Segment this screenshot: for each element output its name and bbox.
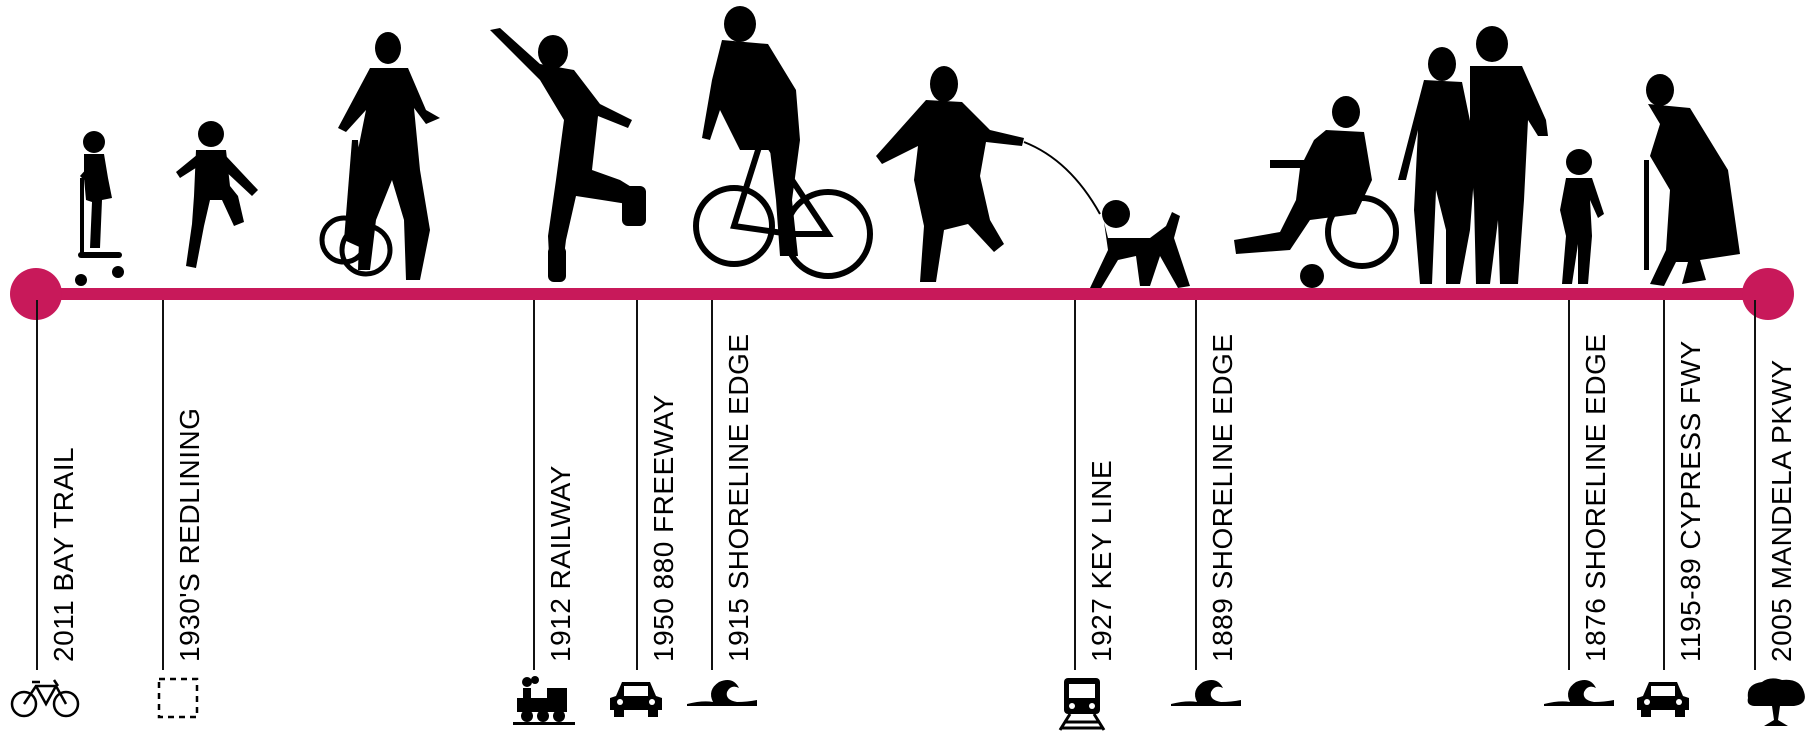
- event-label: 1876 SHORELINE EDGE: [1580, 333, 1611, 662]
- woman-walking-dog-silhouette: [876, 66, 1101, 282]
- event-tick: [1568, 300, 1570, 670]
- person-wheelchair-silhouette: [1234, 96, 1399, 288]
- toddler-silhouette: [1560, 149, 1604, 284]
- event-label: 1930'S REDLINING: [174, 407, 205, 662]
- tree-icon: [1744, 676, 1806, 733]
- people-silhouettes: [75, 6, 1740, 290]
- event-label: 1889 SHORELINE EDGE: [1207, 333, 1238, 662]
- man-rollerblading-silhouette: [490, 28, 646, 282]
- event-label: 2011 BAY TRAIL: [48, 446, 79, 662]
- child-running-silhouette: [176, 121, 258, 268]
- event-tick: [1195, 300, 1197, 670]
- event-label: 2005 MANDELA PKWY: [1766, 359, 1797, 662]
- bicycle-icon: [10, 676, 80, 725]
- woman-bicycle-silhouette: [319, 32, 440, 280]
- elderly-woman-cane-silhouette: [1644, 74, 1740, 286]
- wave-icon: [687, 676, 757, 715]
- poodle-dog-silhouette: [1090, 200, 1190, 290]
- timeline-end-dot: [1742, 268, 1794, 320]
- dashed-square-icon: [156, 676, 200, 725]
- event-tick: [1663, 300, 1665, 670]
- car-icon: [1635, 676, 1691, 723]
- metro-train-icon: [1056, 676, 1108, 737]
- event-label: 1950 880 FREEWAY: [648, 394, 679, 662]
- event-tick: [162, 300, 164, 670]
- car-icon: [608, 676, 664, 723]
- event-tick: [533, 300, 535, 670]
- steam-train-icon: [513, 676, 575, 731]
- couple-walking-silhouette: [1398, 26, 1548, 284]
- child-scooter-silhouette: [75, 131, 124, 286]
- event-label: 1912 RAILWAY: [545, 465, 576, 662]
- man-bicycle-silhouette: [693, 6, 873, 279]
- event-tick: [1754, 300, 1756, 670]
- event-tick: [636, 300, 638, 670]
- timeline-bar: [36, 288, 1768, 300]
- event-tick: [711, 300, 713, 670]
- event-label: 1915 SHORELINE EDGE: [723, 333, 754, 662]
- event-tick: [36, 300, 38, 670]
- wave-icon: [1544, 676, 1614, 715]
- event-tick: [1074, 300, 1076, 670]
- wave-icon: [1171, 676, 1241, 715]
- event-label: 1927 KEY LINE: [1086, 459, 1117, 662]
- event-label: 1195-89 CYPRESS FWY: [1675, 340, 1706, 662]
